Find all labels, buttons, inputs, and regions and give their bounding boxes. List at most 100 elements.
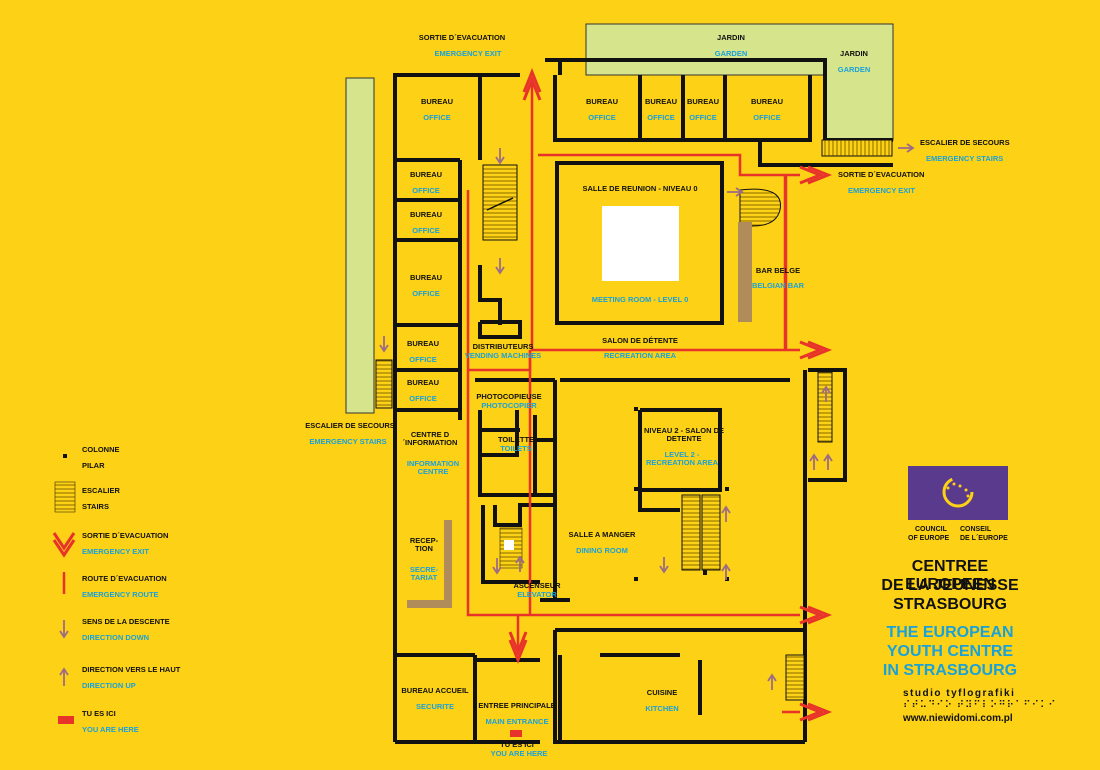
- level2-label: NIVEAU 2 - SALON DE DETENTE: [644, 426, 725, 444]
- info-centre-label: CENTRE D´INFORMATION: [402, 430, 458, 448]
- jardin-label: JARDIN: [717, 33, 745, 42]
- title-en-1: THE EUROPEAN: [886, 624, 1014, 641]
- of-europe-label: OF EUROPE: [908, 535, 950, 542]
- reception-office-label: BUREAU ACCUEIL: [401, 686, 469, 695]
- bureau-label: BUREAU: [409, 210, 443, 219]
- legend-pilar: PILAR: [82, 461, 105, 470]
- legend-tu-es-ici: TU ES ICI: [82, 709, 116, 718]
- bureau-label: BUREAU: [686, 97, 720, 106]
- you-are-here-label: YOU ARE HERE: [490, 749, 548, 758]
- title-en-2: YOUTH CENTRE: [886, 643, 1014, 660]
- office-label: OFFICE: [423, 113, 451, 122]
- garden-label-2: GARDEN: [837, 65, 871, 74]
- legend-emergency-exit: EMERGENCY EXIT: [82, 547, 149, 556]
- council-of-europe-logo: [908, 466, 1008, 520]
- bureau-label: BUREAU: [420, 97, 454, 106]
- sortie-right-label: SORTIE D´EVACUATION: [838, 170, 925, 179]
- meeting-room-void: [602, 206, 679, 281]
- secretariat-label: SECRE-TARIAT: [409, 565, 439, 583]
- legend-escalier: ESCALIER: [82, 486, 120, 495]
- escalier-secours-left-label: ESCALIER DE SECOURS: [305, 421, 395, 430]
- dining-en-label: DINING ROOM: [576, 546, 628, 555]
- reception-label: RECEP-TION: [409, 536, 439, 554]
- vending-en-label: VENDING MACHINES: [464, 351, 542, 360]
- main-entrance-label: ENTREE PRINCIPALE: [478, 701, 556, 710]
- photocopier-en-label: PHOTOCOPIER: [481, 401, 537, 410]
- meeting-room-label: SALLE DE REUNION - NIVEAU 0: [582, 184, 698, 193]
- office-label: OFFICE: [409, 394, 437, 403]
- pillars: [634, 407, 729, 581]
- legend-route: ROUTE D´EVACUATION: [82, 574, 167, 583]
- photocopier-label: PHOTOCOPIEUSE: [476, 392, 542, 401]
- stairs: [375, 139, 893, 701]
- legend-direction-up: DIRECTION UP: [82, 681, 136, 690]
- council-label: COUNCIL: [915, 526, 947, 533]
- info-centre-en-label: INFORMATION CENTRE: [406, 459, 460, 477]
- main-entrance-en-label: MAIN ENTRANCE: [485, 717, 549, 726]
- salon-label: SALON DE DÉTENTE: [602, 336, 678, 345]
- legend-direction-down: DIRECTION DOWN: [82, 633, 150, 642]
- emergency-exit-right-label: EMERGENCY EXIT: [848, 186, 915, 195]
- legend-stairs: STAIRS: [82, 502, 109, 511]
- conseil-label: CONSEIL: [960, 526, 992, 533]
- evacuation-route: [466, 80, 800, 714]
- legend-sens-descente: SENS DE LA DESCENTE: [82, 617, 170, 626]
- kitchen-fr-label: CUISINE: [646, 688, 678, 697]
- legend-colonne: COLONNE: [82, 445, 120, 454]
- bureau-label: BUREAU: [644, 97, 678, 106]
- escalier-secours-right-label: ESCALIER DE SECOURS: [920, 138, 1010, 147]
- bureau-label: BUREAU: [406, 378, 440, 387]
- you-are-here-fr-label: TU ES ICI: [500, 740, 534, 749]
- office-label: OFFICE: [412, 186, 440, 195]
- bar-belge-label: BAR BELGE: [755, 266, 801, 275]
- elevator-label: ASCENSEUR: [513, 581, 561, 590]
- braille-label: ⠎⠞⠥⠙⠊⠕ ⠞⠽⠋⠇⠕⠛⠗⠁⠋⠊⠅⠊: [903, 700, 1057, 711]
- legend-direction-haut: DIRECTION VERS LE HAUT: [82, 665, 181, 674]
- elevator-en-label: ELEVATOR: [517, 590, 557, 599]
- counters: [407, 222, 752, 608]
- direction-arrows: [379, 143, 915, 690]
- emergency-stairs-right-label: EMERGENCY STAIRS: [926, 154, 1004, 163]
- office-label: OFFICE: [412, 226, 440, 235]
- dining-label: SALLE A MANGER: [568, 530, 636, 539]
- sortie-top-label: SORTIE D´EVACUATION: [418, 33, 506, 42]
- bureau-label: BUREAU: [406, 339, 440, 348]
- recreation-label: RECREATION AREA: [603, 351, 677, 360]
- jardin-label-2: JARDIN: [840, 49, 868, 58]
- bureau-label: BUREAU: [585, 97, 619, 106]
- title-fr-3: STRASBOURG: [893, 596, 1007, 613]
- title-en-3: IN STRASBOURG: [882, 662, 1018, 679]
- meeting-room-en-label: MEETING ROOM - LEVEL 0: [591, 295, 689, 304]
- office-label: OFFICE: [588, 113, 616, 122]
- level2-en-label: LEVEL 2 - RECREATION AREA: [645, 450, 719, 468]
- office-label: OFFICE: [409, 355, 437, 364]
- title-fr-2: DE LA JEUNESSE: [881, 577, 1019, 594]
- exit-arrows: [508, 67, 833, 722]
- legend-sortie: SORTIE D´EVACUATION: [82, 531, 169, 540]
- vending-label: DISTRIBUTEURS: [472, 342, 534, 351]
- de-leurope-label: DE L´EUROPE: [960, 535, 1008, 542]
- legend-you-are-here: YOU ARE HERE: [82, 725, 139, 734]
- bureau-label: BUREAU: [750, 97, 784, 106]
- garden-label: GARDEN: [714, 49, 748, 58]
- office-label: OFFICE: [689, 113, 717, 122]
- title-fr-1: CENTREE EUROPEEN: [905, 558, 995, 594]
- belgian-bar-label: BELGIAN BAR: [751, 281, 805, 290]
- bureau-label: BUREAU: [409, 273, 443, 282]
- toilet-label: TOILETTE: [497, 435, 535, 444]
- legend-symbols: [52, 454, 522, 737]
- emergency-exit-top-label: EMERGENCY EXIT: [434, 49, 502, 58]
- kitchen-label: KITCHEN: [645, 704, 679, 713]
- office-label: OFFICE: [753, 113, 781, 122]
- office-label: OFFICE: [412, 289, 440, 298]
- toilets-label: TOILETS: [500, 444, 532, 453]
- bureau-label: BUREAU: [409, 170, 443, 179]
- garden: [345, 23, 894, 414]
- emergency-stairs-left-label: EMERGENCY STAIRS: [309, 437, 387, 446]
- studio-label: studio tyflografiki: [903, 688, 1016, 699]
- legend-emergency-route: EMERGENCY ROUTE: [82, 590, 159, 599]
- office-label: OFFICE: [647, 113, 675, 122]
- website-link[interactable]: www.niewidomi.com.pl: [903, 713, 1013, 724]
- security-label: SECURITE: [416, 702, 454, 711]
